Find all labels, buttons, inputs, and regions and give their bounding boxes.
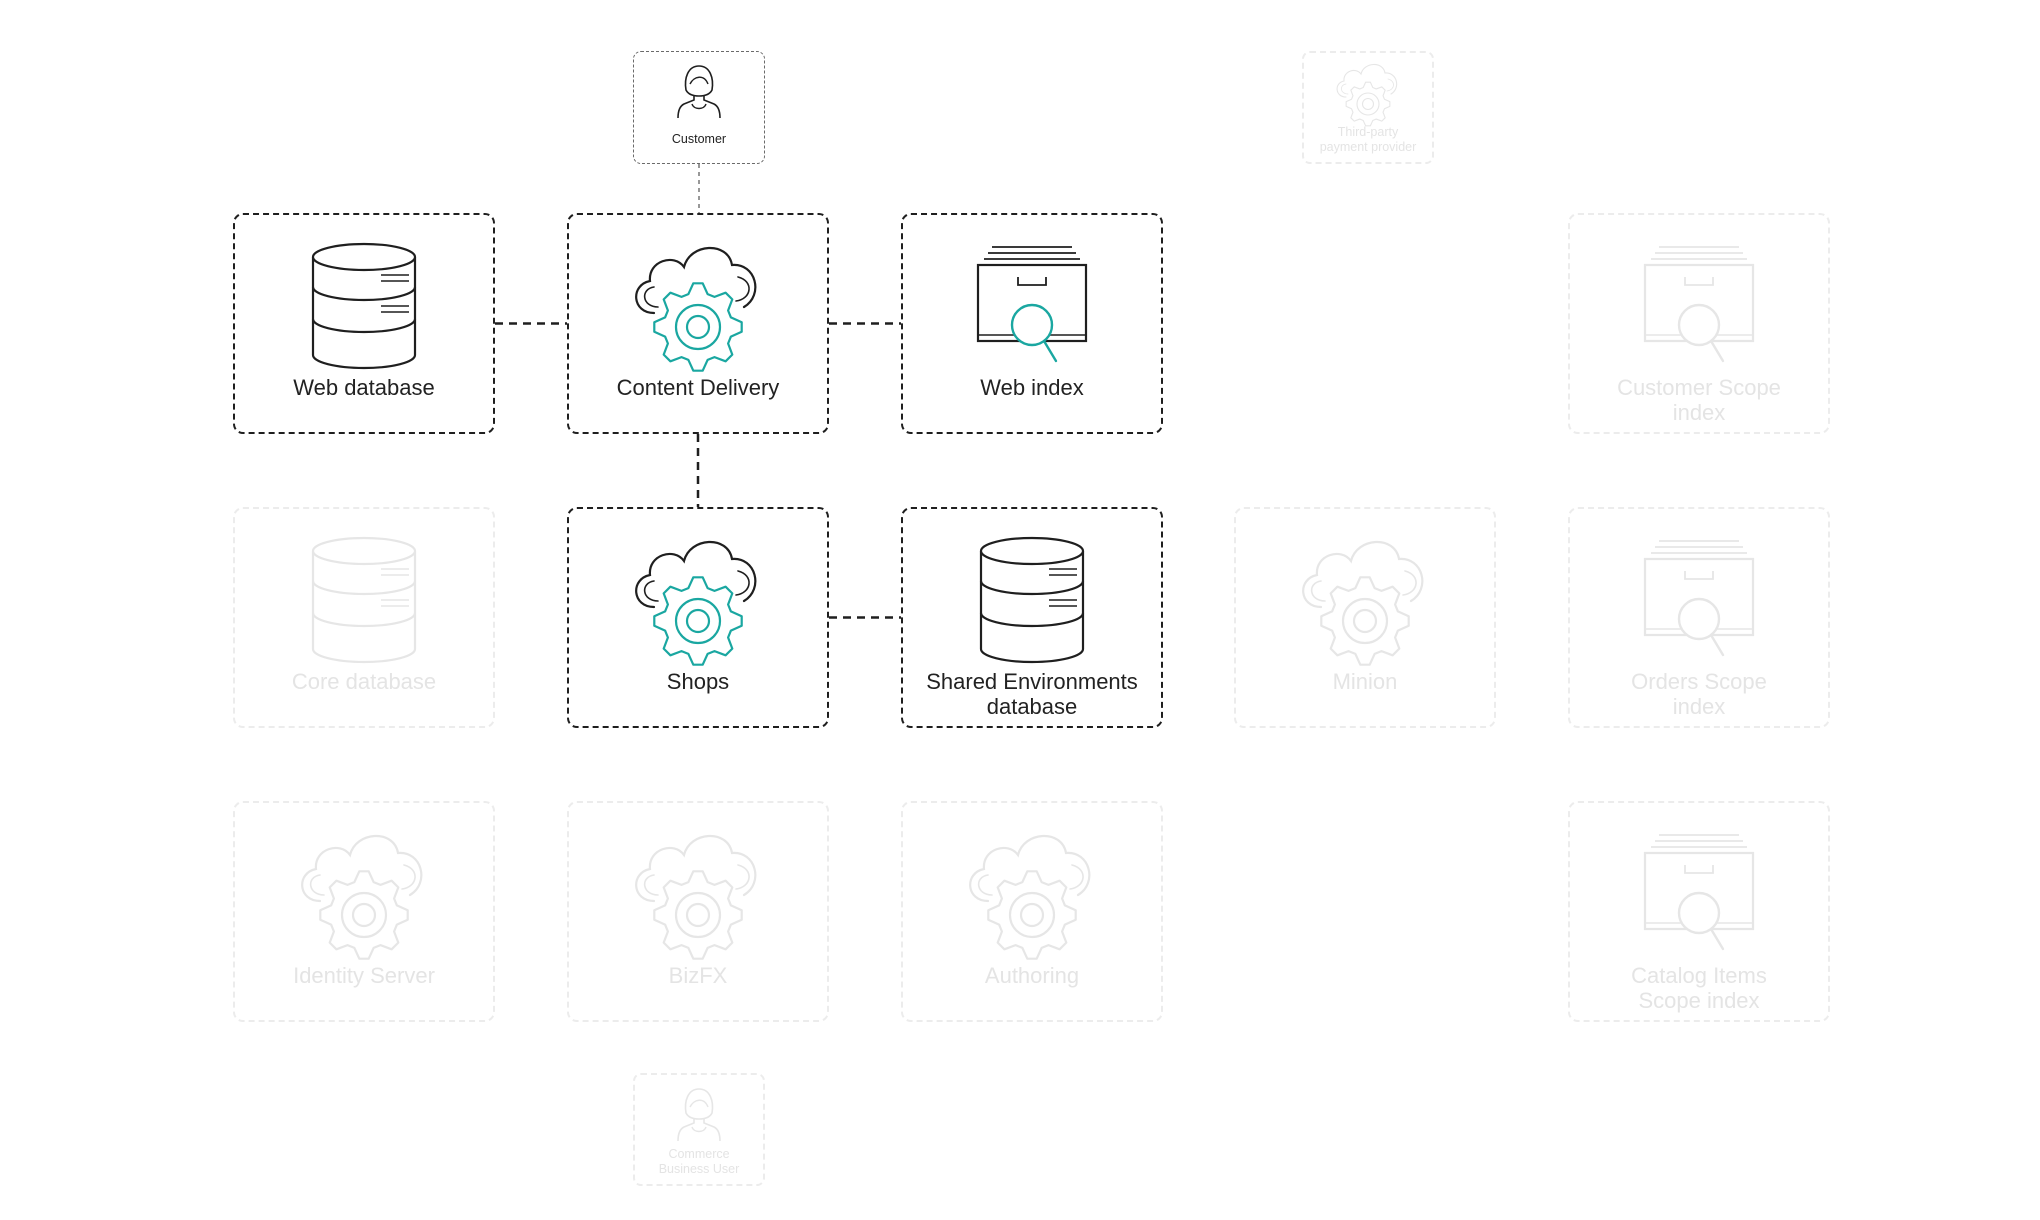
- index-search-icon: [1570, 241, 1828, 371]
- third-party-payment-provider-node[interactable]: Third-party payment provider: [1302, 51, 1434, 164]
- web-database-node[interactable]: Web database: [233, 213, 495, 434]
- cloud-gear-icon: [569, 241, 827, 372]
- customer-scope-index-node[interactable]: Customer Scope index: [1568, 213, 1830, 434]
- commerce-business-user-node[interactable]: Commerce Business User: [633, 1073, 765, 1186]
- content-delivery-label: Content Delivery: [616, 375, 780, 400]
- commerce-business-user-label: Commerce Business User: [658, 1147, 740, 1176]
- index-search-icon: [903, 241, 1161, 371]
- third-party-payment-provider-label: Third-party payment provider: [1319, 125, 1417, 154]
- database-icon: [903, 535, 1161, 665]
- web-index-label: Web index: [980, 375, 1084, 400]
- orders-scope-index-node[interactable]: Orders Scope index: [1568, 507, 1830, 728]
- customer-label: Customer: [671, 132, 727, 146]
- web-database-label: Web database: [293, 375, 435, 400]
- orders-scope-index-label: Orders Scope index: [1631, 669, 1767, 719]
- identity-server-label: Identity Server: [293, 963, 435, 988]
- authoring-node[interactable]: Authoring: [901, 801, 1163, 1022]
- person-icon: [635, 1083, 763, 1143]
- shared-environments-database-node[interactable]: Shared Environments database: [901, 507, 1163, 728]
- cloud-gear-icon: [1304, 61, 1432, 127]
- database-icon: [235, 241, 493, 371]
- customer-node[interactable]: Customer: [633, 51, 765, 164]
- authoring-label: Authoring: [984, 963, 1080, 988]
- person-icon: [634, 60, 764, 120]
- minion-label: Minion: [1332, 669, 1398, 694]
- content-delivery-node[interactable]: Content Delivery: [567, 213, 829, 434]
- catalog-items-scope-index-label: Catalog Items Scope index: [1631, 963, 1767, 1013]
- cloud-gear-icon: [903, 829, 1161, 960]
- cloud-gear-icon: [1236, 535, 1494, 666]
- web-index-node[interactable]: Web index: [901, 213, 1163, 434]
- cloud-gear-icon: [235, 829, 493, 960]
- bizfx-label: BizFX: [668, 963, 728, 988]
- identity-server-node[interactable]: Identity Server: [233, 801, 495, 1022]
- index-search-icon: [1570, 829, 1828, 959]
- core-database-node[interactable]: Core database: [233, 507, 495, 728]
- core-database-label: Core database: [291, 669, 437, 694]
- database-icon: [235, 535, 493, 665]
- cloud-gear-icon: [569, 535, 827, 666]
- catalog-items-scope-index-node[interactable]: Catalog Items Scope index: [1568, 801, 1830, 1022]
- bizfx-node[interactable]: BizFX: [567, 801, 829, 1022]
- cloud-gear-icon: [569, 829, 827, 960]
- minion-node[interactable]: Minion: [1234, 507, 1496, 728]
- customer-scope-index-label: Customer Scope index: [1617, 375, 1781, 425]
- shops-node[interactable]: Shops: [567, 507, 829, 728]
- shared-environments-database-label: Shared Environments database: [926, 669, 1138, 719]
- shops-label: Shops: [666, 669, 730, 694]
- index-search-icon: [1570, 535, 1828, 665]
